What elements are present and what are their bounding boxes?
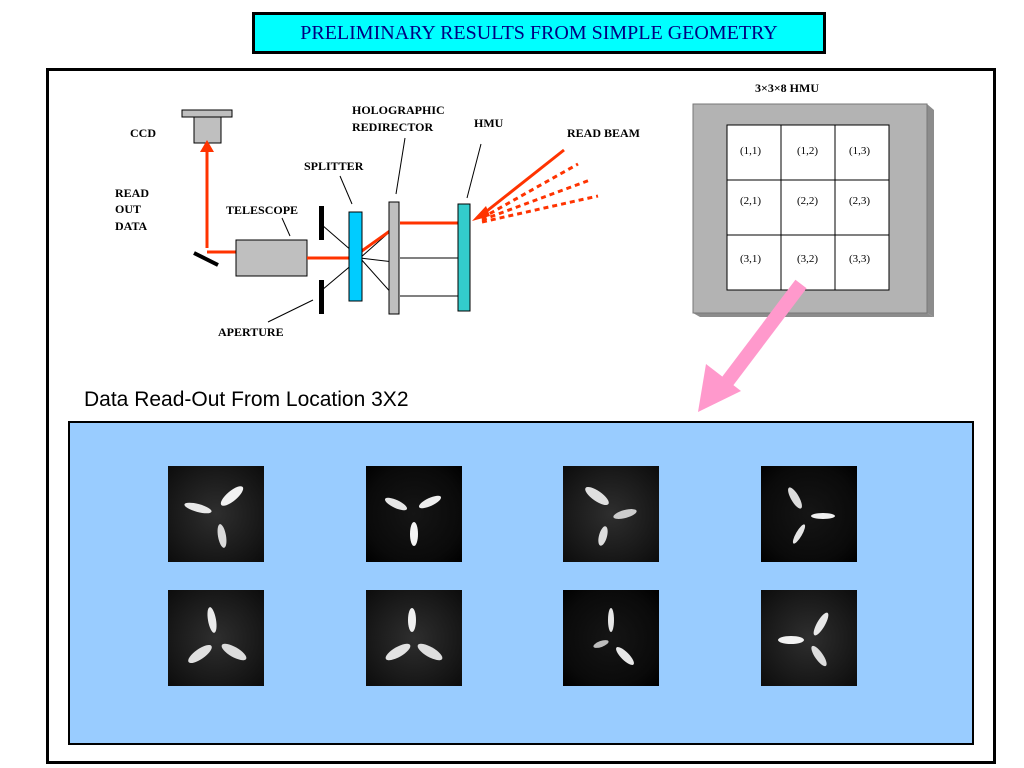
spoke (613, 509, 637, 519)
grid-cell-1-1: (1,1) (740, 145, 761, 157)
label-telescope: TELESCOPE (226, 203, 298, 217)
pink-arrow-shaft (718, 279, 807, 391)
read-beam-dotted-3 (481, 194, 599, 224)
label-ccd: CCD (130, 126, 156, 140)
hmu-grid-shadow-right (927, 104, 934, 317)
readout-image-1-3 (563, 466, 659, 562)
read-beam-solid (477, 148, 565, 220)
spoke (778, 636, 804, 644)
spoke (220, 486, 244, 506)
hmu-pointer (466, 143, 482, 199)
telescope-pointer (281, 217, 291, 237)
aperture-bottom (319, 280, 324, 314)
aperture-pointer (267, 299, 314, 323)
spoke (207, 607, 217, 633)
ccd-body (193, 116, 222, 144)
spot-pattern (184, 486, 244, 548)
spoke (410, 522, 418, 546)
spoke (417, 643, 443, 661)
beam-arrowhead-ccd (200, 140, 214, 152)
spoke (813, 612, 829, 636)
label-read-beam: READ BEAM (567, 126, 640, 140)
splitter (348, 211, 363, 302)
grid-cell-3-1: (3,1) (740, 253, 761, 265)
ccd-top-plate (181, 109, 233, 118)
spoke (385, 643, 411, 661)
grid-cell-3-3: (3,3) (849, 253, 870, 265)
read-beam-arrowhead (472, 206, 490, 221)
read-beam-dotted-2 (481, 178, 591, 222)
label-holographic: HOLOGRAPHIC (352, 103, 445, 117)
label-aperture: APERTURE (218, 325, 284, 339)
label-hmu-grid-title: 3×3×8 HMU (755, 81, 819, 95)
fan-line (359, 257, 395, 263)
grid-cell-1-3: (1,3) (849, 145, 870, 157)
label-out: OUT (115, 202, 141, 216)
readout-image-2-3 (563, 590, 659, 686)
slide-title-box: PRELIMINARY RESULTS FROM SIMPLE GEOMETRY (252, 12, 826, 54)
fold-mirror (193, 251, 219, 267)
spot-pattern (188, 607, 247, 664)
readout-image-2-1 (168, 590, 264, 686)
hmu-grid-shadow-bottom (693, 313, 934, 317)
spoke (811, 513, 835, 519)
hmu-plate (457, 203, 471, 312)
spoke (788, 487, 802, 509)
slide-title: PRELIMINARY RESULTS FROM SIMPLE GEOMETRY (300, 21, 778, 44)
spoke (792, 524, 806, 544)
spoke (608, 608, 614, 632)
grid-cell-3-2: (3,2) (797, 253, 818, 265)
spoke (598, 526, 608, 546)
spot-pattern (788, 487, 835, 544)
spot-pattern (585, 486, 637, 546)
redirector-pointer (395, 137, 406, 195)
spoke (188, 644, 212, 664)
telescope (235, 239, 308, 277)
spot-pattern (778, 612, 829, 667)
spoke (221, 643, 247, 661)
spoke (593, 640, 609, 648)
spot-pattern (385, 608, 443, 661)
readout-image-2-2 (366, 590, 462, 686)
hmu-grid-cells (726, 124, 890, 291)
holographic-redirector (388, 201, 400, 315)
readout-caption: Data Read-Out From Location 3X2 (84, 388, 409, 411)
label-data: DATA (115, 219, 148, 233)
label-redirector: REDIRECTOR (352, 120, 433, 134)
pink-arrow-head (698, 364, 741, 412)
spoke (811, 645, 827, 667)
splitter-pointer (339, 175, 353, 205)
label-splitter: SPLITTER (304, 159, 364, 173)
grid-cell-2-2: (2,2) (797, 195, 818, 207)
spoke (418, 495, 442, 509)
readout-image-1-4 (761, 466, 857, 562)
readout-image-2-4 (761, 590, 857, 686)
readout-image-1-1 (168, 466, 264, 562)
readout-image-1-2 (366, 466, 462, 562)
label-read: READ (115, 186, 149, 200)
spoke (408, 608, 416, 632)
fan-line (359, 257, 395, 297)
spoke (184, 502, 212, 514)
read-beam-dotted-1 (481, 162, 579, 220)
spot-pattern (384, 495, 442, 546)
spoke (217, 524, 227, 548)
grid-cell-2-3: (2,3) (849, 195, 870, 207)
aperture-top (319, 206, 324, 240)
spoke (616, 647, 634, 665)
grid-cell-2-1: (2,1) (740, 195, 761, 207)
spoke (384, 497, 408, 511)
spoke (585, 486, 609, 506)
label-hmu: HMU (474, 116, 504, 130)
grid-cell-1-2: (1,2) (797, 145, 818, 157)
spot-pattern (593, 608, 634, 665)
